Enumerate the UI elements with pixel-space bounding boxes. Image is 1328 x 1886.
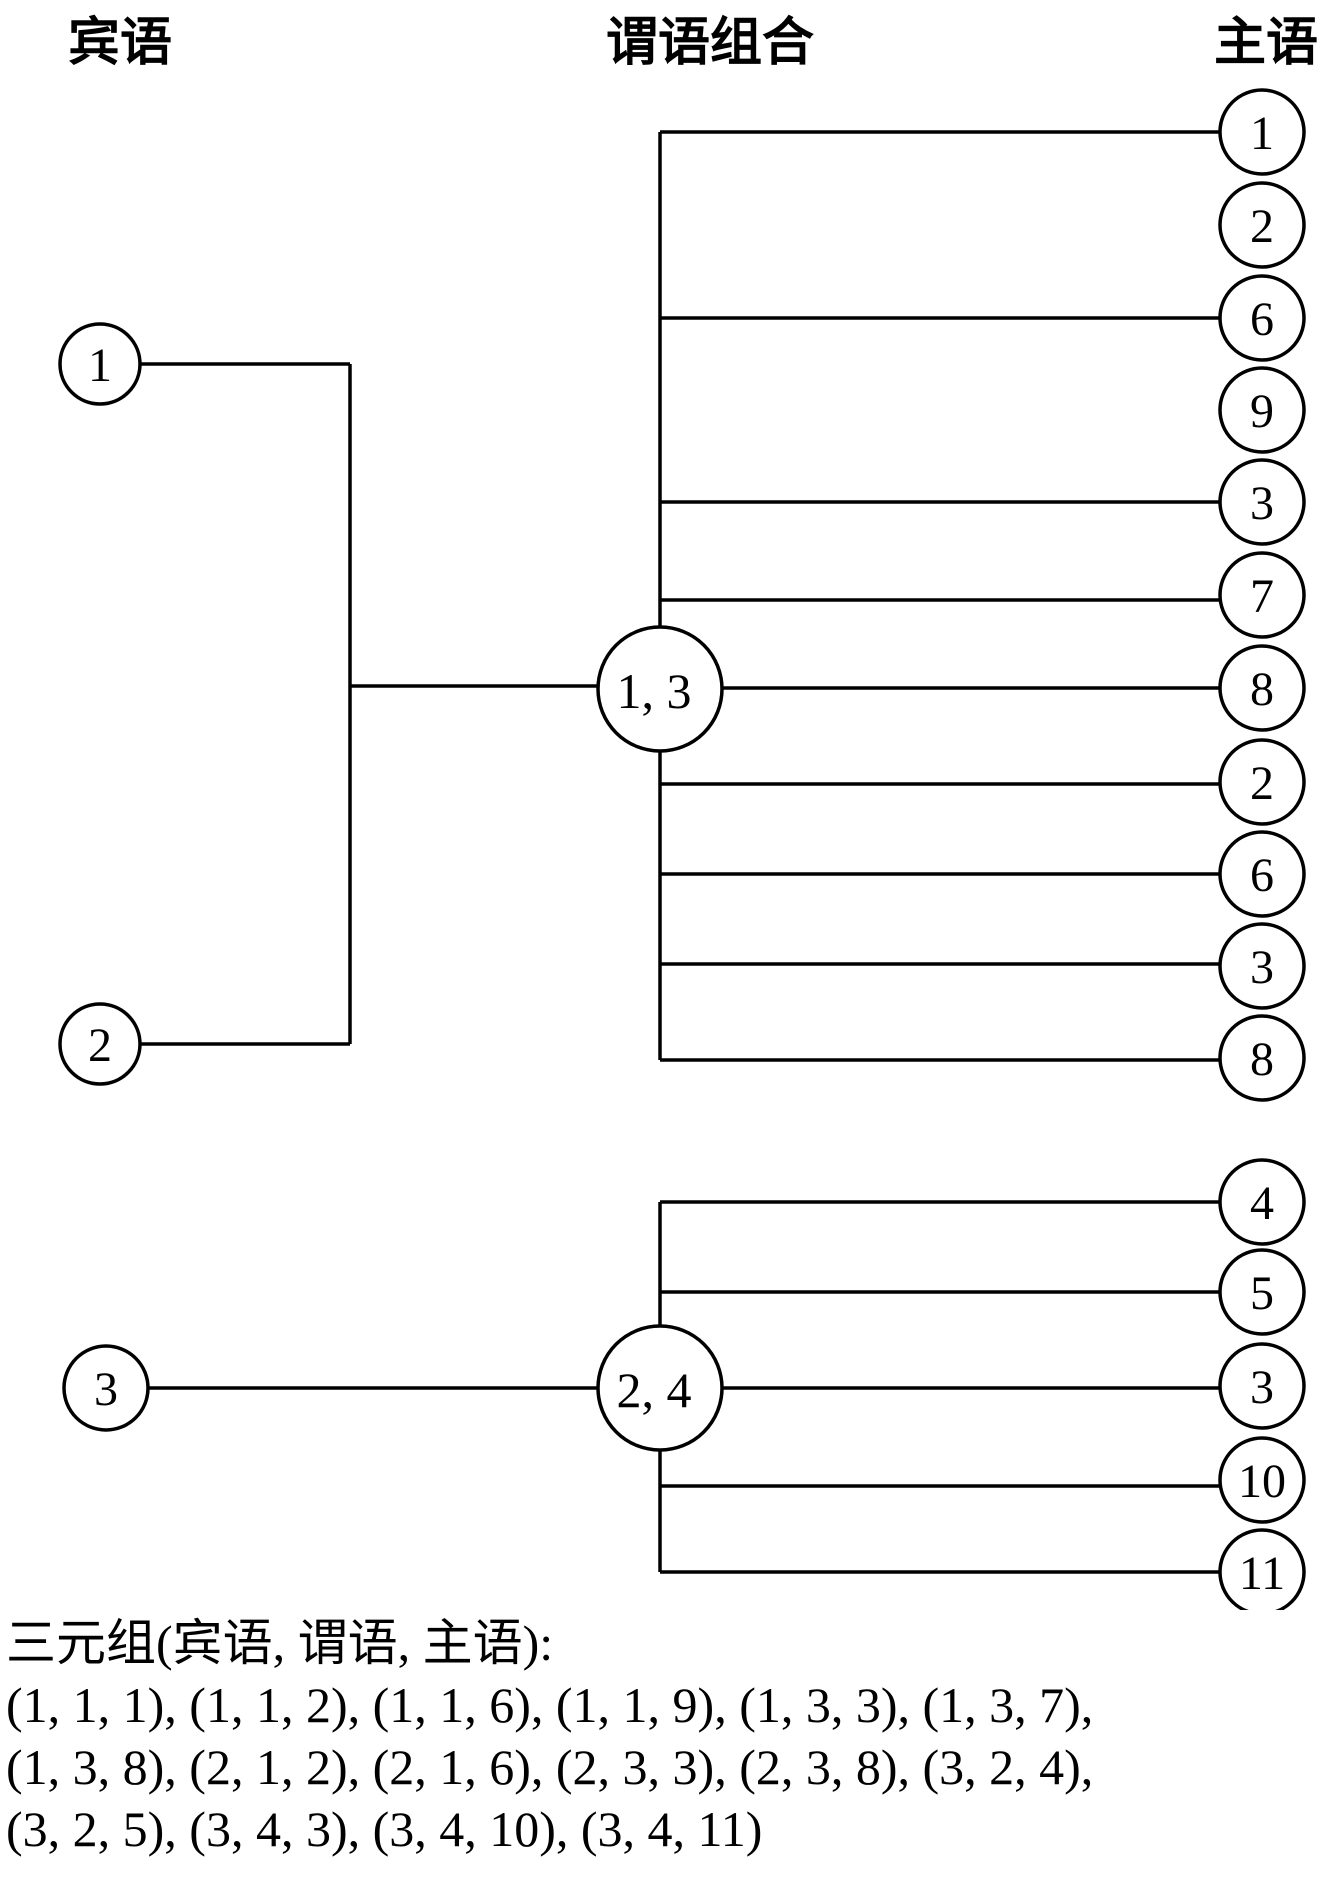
subject-node: 3 [1218, 922, 1306, 1010]
object-column-header: 宾语 [68, 13, 172, 73]
subject-node: 10 [1218, 1436, 1306, 1524]
subject-node-label: 4 [1250, 1177, 1274, 1230]
subject-node: 6 [1218, 830, 1306, 918]
caption-line: (3, 2, 5), (3, 4, 3), (3, 4, 10), (3, 4,… [6, 1801, 763, 1857]
subject-node-label: 11 [1239, 1547, 1285, 1600]
object-node: 3 [62, 1344, 150, 1432]
subject-node-label: 6 [1250, 849, 1274, 902]
subject-column-header: 主语 [1214, 13, 1318, 73]
subject-node: 3 [1218, 458, 1306, 546]
subject-node-label: 3 [1250, 477, 1274, 530]
group1-connectors [140, 130, 1222, 1062]
subject-node-label: 3 [1250, 941, 1274, 994]
subject-node-label: 8 [1250, 663, 1274, 716]
subject-node: 2 [1218, 738, 1306, 826]
predicate-node: 1, 3 [596, 625, 724, 753]
subject-node: 8 [1218, 1014, 1306, 1102]
object-node-label: 2 [88, 1019, 112, 1072]
subject-node: 6 [1218, 274, 1306, 362]
subject-node-label: 3 [1250, 1361, 1274, 1414]
subject-node: 8 [1218, 644, 1306, 732]
object-node-label: 1 [88, 339, 112, 392]
subject-node: 9 [1218, 366, 1306, 454]
subject-node-label: 2 [1250, 757, 1274, 810]
triples-caption: 三元组(宾语, 谓语, 主语): (1, 1, 1), (1, 1, 2), (… [6, 1612, 1324, 1860]
object-node: 2 [58, 1002, 142, 1086]
subject-node-label: 8 [1250, 1033, 1274, 1086]
object-node: 1 [58, 322, 142, 406]
object-node-label: 3 [94, 1363, 118, 1416]
subject-node-label: 6 [1250, 293, 1274, 346]
subject-node-label: 7 [1250, 570, 1274, 623]
subject-node-label: 1 [1250, 107, 1274, 160]
subject-node: 3 [1218, 1342, 1306, 1430]
caption-title: 三元组(宾语, 谓语, 主语): [6, 1615, 554, 1671]
predicate-node-label: 1, 3 [617, 663, 692, 719]
subject-node-label: 10 [1238, 1455, 1286, 1508]
subject-node: 2 [1218, 181, 1306, 269]
caption-line: (1, 1, 1), (1, 1, 2), (1, 1, 6), (1, 1, … [6, 1677, 1094, 1733]
subject-node: 7 [1218, 551, 1306, 639]
subject-node-label: 2 [1250, 200, 1274, 253]
subject-node-label: 9 [1250, 385, 1274, 438]
relation-tree-diagram: 宾语 谓语组合 主语 1 2 [58, 13, 1318, 1610]
caption-line: (1, 3, 8), (2, 1, 2), (2, 1, 6), (2, 3, … [6, 1739, 1094, 1795]
subject-node: 1 [1218, 88, 1306, 176]
subject-node-label: 5 [1250, 1267, 1274, 1320]
subject-node: 5 [1218, 1248, 1306, 1336]
subject-node: 11 [1218, 1528, 1306, 1610]
predicate-node: 2, 4 [596, 1324, 724, 1452]
subject-node: 4 [1218, 1158, 1306, 1246]
predicate-column-header: 谓语组合 [606, 13, 814, 73]
predicate-node-label: 2, 4 [617, 1362, 692, 1418]
group2-connectors [148, 1200, 1222, 1574]
